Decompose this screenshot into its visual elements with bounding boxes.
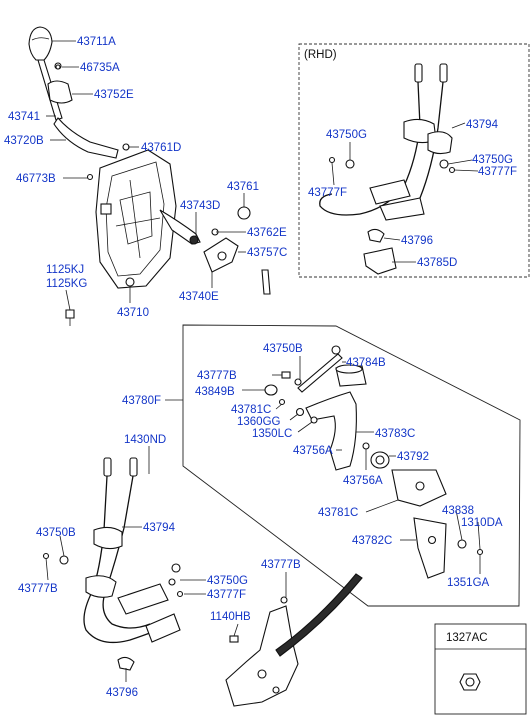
- label-43750B: 43750B: [263, 343, 303, 355]
- label-43743D: 43743D: [180, 200, 220, 212]
- label-1360GG: 1360GG: [237, 416, 281, 428]
- label-43783C: 43783C: [375, 428, 415, 440]
- linkage-assembly: [264, 345, 484, 579]
- label-rhd-43794: 43794: [466, 119, 499, 131]
- label-43756A-b: 43756A: [343, 475, 383, 487]
- label-43756A-a: 43756A: [293, 445, 333, 457]
- label-46735A: 46735A: [80, 62, 120, 74]
- label-43777B: 43777B: [197, 370, 237, 382]
- rhd-cable-assembly: [319, 63, 456, 275]
- label-43784B: 43784B: [346, 357, 386, 369]
- label-43838: 43838: [442, 505, 474, 517]
- label-43762E: 43762E: [247, 227, 287, 239]
- label-1430ND: 1430ND: [124, 434, 166, 446]
- lever-arm: [53, 117, 119, 159]
- label-b-43777B-a: 43777B: [18, 583, 58, 595]
- bushing-43761: [237, 206, 251, 220]
- rhd-dashed-frame: [298, 43, 530, 278]
- label-43782C: 43782C: [352, 535, 392, 547]
- inset-box-1327AC: [434, 623, 527, 715]
- lhd-cable-assembly: [42, 457, 363, 707]
- label-46773B: 46773B: [16, 173, 56, 185]
- label-rhd-43750G-b: 43750G: [472, 154, 513, 166]
- label-43757C: 43757C: [247, 247, 287, 259]
- shift-lever-assembly: [28, 26, 271, 326]
- label-1351GA: 1351GA: [447, 577, 490, 589]
- label-rhd-43785D: 43785D: [417, 257, 457, 269]
- label-b-43750G: 43750G: [207, 575, 248, 587]
- label-43761: 43761: [227, 181, 259, 193]
- shift-knob: [28, 26, 53, 61]
- label-1125KJ: 1125KJ: [46, 264, 84, 276]
- rhd-label: (RHD): [304, 49, 337, 61]
- label-1125KG: 1125KG: [46, 278, 87, 290]
- label-43752E: 43752E: [94, 89, 134, 101]
- label-43711A: 43711A: [77, 36, 116, 48]
- label-b-43777B-b: 43777B: [261, 559, 301, 571]
- label-rhd-43750G-a: 43750G: [326, 129, 367, 141]
- label-b-43794: 43794: [143, 522, 176, 534]
- label-43710: 43710: [117, 307, 149, 319]
- label-43740E: 43740E: [179, 291, 219, 303]
- label-rhd-43777F-b: 43777F: [478, 166, 517, 178]
- label-43761D: 43761D: [141, 142, 181, 154]
- label-b-43796: 43796: [106, 687, 138, 699]
- linkage-assembly-frame: [182, 324, 521, 607]
- label-43792: 43792: [397, 451, 429, 463]
- label-b-43750B: 43750B: [36, 527, 76, 539]
- label-43720B: 43720B: [4, 135, 44, 147]
- label-43780F: 43780F: [122, 395, 161, 407]
- part-labels: 43711A 46735A 43752E 43741 43720B 43761D…: [4, 36, 517, 699]
- label-43849B: 43849B: [195, 386, 235, 398]
- label-b-43777F: 43777F: [207, 589, 246, 601]
- lever-collar: [47, 80, 73, 104]
- label-43781C-a: 43781C: [231, 404, 271, 416]
- label-rhd-43777F-a: 43777F: [308, 187, 347, 199]
- label-1327AC: 1327AC: [446, 632, 488, 644]
- label-43741: 43741: [8, 111, 40, 123]
- shift-housing: [95, 149, 177, 289]
- label-b-1140HB: 1140HB: [210, 611, 251, 623]
- grommet-1327AC: [459, 673, 481, 691]
- label-43781C-b: 43781C: [318, 507, 358, 519]
- label-1310DA: 1310DA: [461, 517, 503, 529]
- leader-lines: [45, 40, 481, 682]
- label-1350LC: 1350LC: [252, 428, 292, 440]
- label-rhd-43796: 43796: [401, 235, 433, 247]
